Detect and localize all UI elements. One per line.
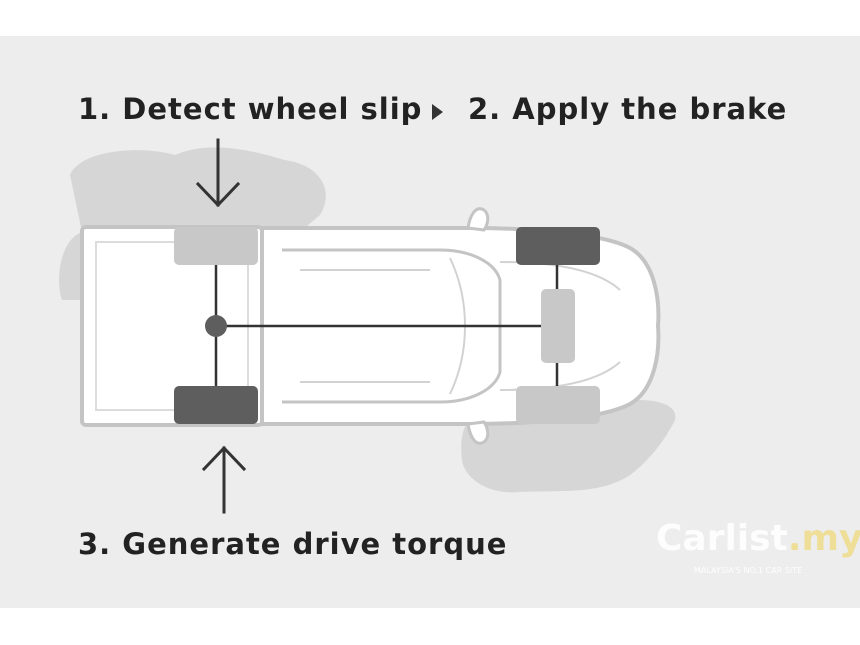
step-generate-drive-torque: 3. Generate drive torque — [78, 527, 508, 561]
watermark-tagline: MALAYSIA'S NO.1 CAR SITE — [694, 566, 803, 575]
play-arrow-icon — [432, 104, 443, 120]
wheel-front-right — [516, 386, 600, 424]
wheel-rear-right — [174, 386, 258, 424]
step-apply-brake: 2. Apply the brake — [468, 92, 788, 126]
wheel-front-left — [516, 227, 600, 265]
watermark-brand: Carlist.my — [656, 518, 860, 559]
mirror-left — [466, 207, 490, 232]
wheel-rear-left — [174, 227, 258, 265]
mud-patch-rear-left — [59, 147, 326, 300]
down-arrow-icon — [195, 138, 241, 208]
rear-differential — [205, 315, 227, 337]
front-differential — [541, 289, 575, 363]
cab-roof-line — [300, 269, 430, 383]
up-arrow-icon — [201, 445, 247, 514]
step-detect-wheel-slip: 1. Detect wheel slip — [78, 92, 423, 126]
watermark-logo: Carlist.my MALAYSIA'S NO.1 CAR SITE — [656, 510, 860, 580]
mirror-right — [466, 420, 490, 445]
watermark-brand-suffix: .my — [787, 518, 860, 559]
watermark-brand-name: Carlist — [656, 518, 788, 559]
